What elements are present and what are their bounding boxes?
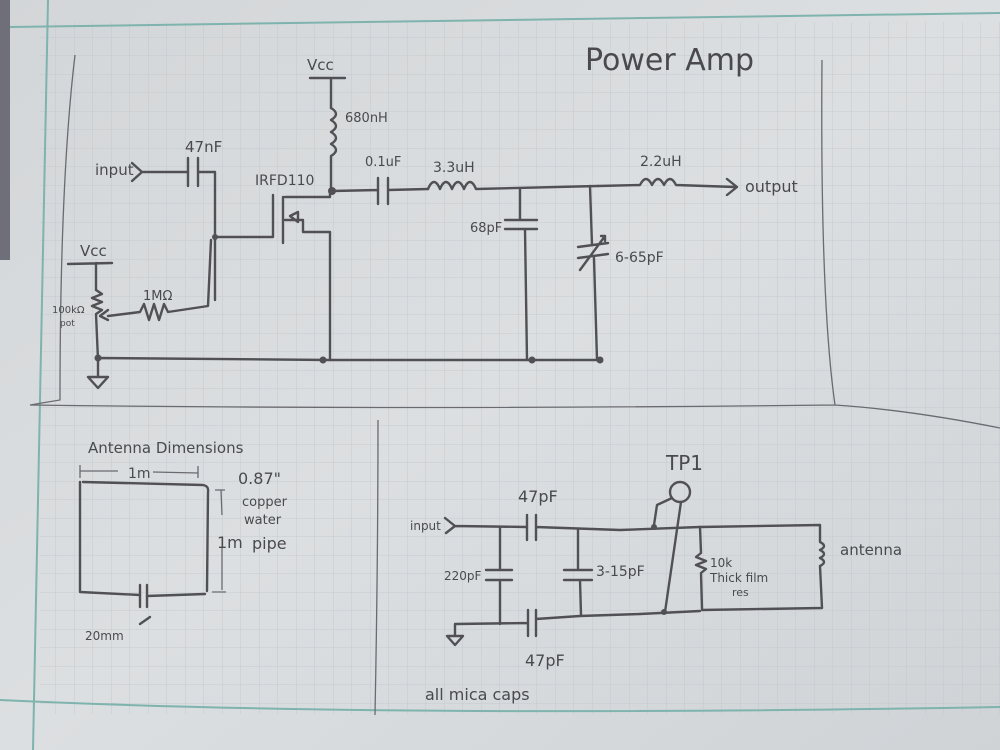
inductor-2-2uh-label: 2.2uH (640, 154, 682, 170)
pa-input-label: input (95, 161, 134, 179)
vcc-left-bar (66, 261, 114, 292)
cap-47nf-symbol (186, 156, 275, 302)
choke-680nh-symbol (329, 106, 338, 192)
resistor-10k-symbol (694, 525, 708, 611)
antenna-dimensions-sketch: Antenna Dimensions 1m 1m 0.87" copper wa… (78, 439, 288, 643)
section-border (29, 54, 1000, 716)
antenna-label: antenna (840, 541, 902, 559)
cap-220pf-symbol (484, 525, 514, 626)
mn-bottom-rail (445, 608, 702, 647)
transistor-label: IRFD110 (255, 173, 314, 189)
margin-line-top (9, 12, 1000, 28)
pot-100k-label: 100kΩ (52, 305, 85, 316)
antenna-connection (698, 523, 826, 612)
cap-47pf-top-symbol (525, 513, 702, 542)
node-bottom (661, 609, 667, 615)
gap-label: 20mm (85, 629, 124, 643)
pot-100k-symbol (90, 288, 110, 362)
grid-area (40, 22, 1000, 714)
cap-47pf-top-label: 47pF (518, 487, 558, 506)
dark-edge (0, 0, 10, 260)
test-point-label: TP1 (665, 451, 703, 475)
node-gnd-source (319, 356, 327, 364)
cap-47pf-bottom-label: 47pF (525, 651, 565, 670)
cap-3-15pf-label: 3-15pF (596, 564, 645, 580)
pipe-size-label: 0.87" (238, 469, 281, 488)
cap-47nf-label: 47nF (185, 138, 222, 156)
pot-label: pot (60, 319, 75, 329)
cap-68pf-label: 68pF (470, 221, 502, 236)
pa-vcc-left-label: Vcc (80, 242, 107, 260)
resistor-10k-line-2: Thick film (709, 571, 768, 585)
matching-network-schematic: input 47pF 220pF 3-15pF 47pF TP1 10k Thi… (410, 451, 902, 704)
power-amp-title: Power Amp (585, 43, 754, 78)
trimmer-6-65pf-symbol (576, 184, 610, 362)
margin-line-bottom (0, 699, 1000, 713)
cap-220pf-label: 220pF (444, 569, 482, 583)
mica-caps-note: all mica caps (425, 685, 530, 704)
resistor-1m-label: 1MΩ (143, 289, 172, 304)
power-amp-schematic: input 47nF IRFD110 Vcc 680nH 0.1uF 3.3uH… (52, 56, 798, 390)
node-gnd-68pf (528, 356, 536, 364)
cap-68pf-symbol (503, 187, 539, 362)
loop-outline (78, 480, 210, 598)
height-dimension-line (212, 489, 226, 593)
gap-pointer (138, 615, 152, 626)
margin-line-left (32, 0, 49, 750)
inductor-3-3uh-symbol (426, 180, 600, 191)
pa-output-label: output (745, 177, 798, 196)
node-gnd-left (94, 354, 102, 362)
pipe-line-3: pipe (252, 534, 287, 553)
vcc-top-bar (308, 76, 347, 110)
antenna-width-label: 1m (128, 466, 151, 482)
resistor-10k-line-3: res (732, 586, 749, 599)
mn-input-label: input (410, 519, 441, 533)
pipe-line-1: copper (242, 495, 288, 510)
resistor-1m-symbol (106, 238, 213, 322)
cap-0-1uf-label: 0.1uF (365, 155, 401, 170)
antenna-height-label: 1m (217, 533, 243, 552)
choke-680nh-label: 680nH (345, 111, 388, 126)
node-gnd-trimmer (596, 356, 604, 364)
transistor-symbol (281, 188, 332, 362)
pipe-line-2: water (244, 513, 282, 528)
node-tp1 (651, 524, 657, 530)
antenna-dimensions-title: Antenna Dimensions (88, 439, 244, 457)
mn-input-arrow (443, 516, 529, 535)
inductor-3-3uh-label: 3.3uH (433, 160, 475, 176)
loop-gap-cap (138, 583, 149, 609)
trimmer-6-65pf-label: 6-65pF (615, 250, 664, 266)
test-point-leads (652, 496, 683, 614)
cap-0-1uf-symbol (330, 176, 430, 206)
cap-3-15pf-symbol (562, 528, 594, 617)
width-dimension-line (79, 465, 199, 478)
pa-vcc-top-label: Vcc (307, 56, 334, 74)
inductor-2-2uh-symbol (596, 177, 739, 197)
pa-input-arrow (130, 161, 190, 183)
node-gate (212, 234, 218, 240)
resistor-10k-line-1: 10k (710, 556, 732, 570)
